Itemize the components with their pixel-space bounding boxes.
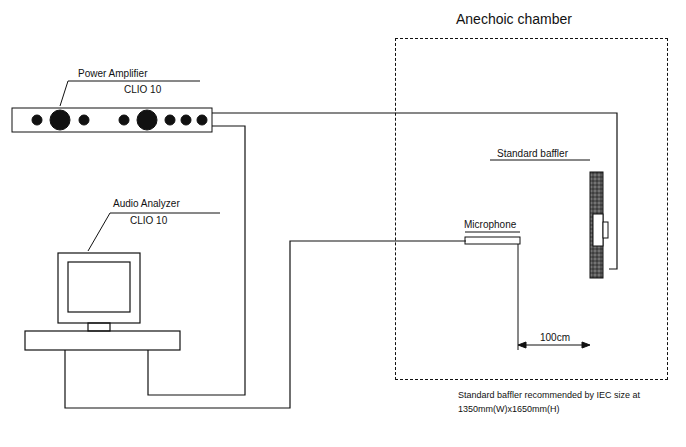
dimension-line	[518, 244, 590, 350]
note-text: Standard baffler recommended by IEC size…	[458, 388, 658, 416]
chamber-region: Anechoic chamberMicrophoneStandard baffl…	[395, 38, 668, 380]
microphone-drawing	[465, 232, 520, 244]
node-label: Audio Analyzer	[113, 198, 180, 210]
node-label: Power Amplifier	[78, 68, 147, 80]
cable	[65, 241, 466, 408]
baffle: Standard baffler	[589, 173, 609, 279]
node-label: CLIO 10	[124, 84, 161, 96]
cable	[148, 126, 245, 395]
node-label: Microphone	[464, 219, 516, 231]
amplifier-box: Power AmplifierCLIO 10	[12, 108, 212, 132]
amplifier-drawing	[12, 81, 212, 132]
node-label: Anechoic chamber	[456, 11, 572, 27]
dimension-label: 100cm	[540, 332, 570, 344]
node-label: Standard baffler	[497, 148, 568, 160]
cable	[212, 113, 617, 269]
computer-box: Audio AnalyzerCLIO 10	[25, 253, 180, 350]
computer-drawing	[25, 213, 220, 350]
microphone: Microphone	[466, 238, 521, 246]
node-label: CLIO 10	[130, 215, 167, 227]
